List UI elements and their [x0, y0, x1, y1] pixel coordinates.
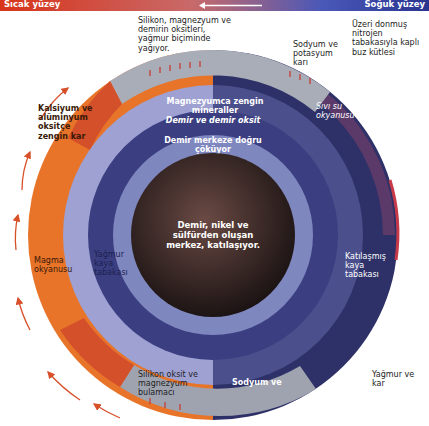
- snow-note: Sodyum ve: [232, 378, 292, 387]
- mantle: [88, 110, 338, 360]
- iron-layer: [113, 135, 313, 335]
- bar-arrow-head: [199, 2, 205, 9]
- core-circle: Demir, nikel ve sülfürden oluşan merkez,…: [131, 153, 295, 317]
- ice-note: Üzeri donmuş nitrojen tabakasıyla kaplı …: [352, 20, 426, 57]
- slurry-note: Silikon oksit ve magnezyum bulamacı: [138, 370, 222, 398]
- layer-label: Katılaşmış kaya tabakası: [345, 252, 395, 280]
- bar-label: Sıcak yüzey: [4, 0, 84, 10]
- ocean-note: Sıvı su okyanusu: [316, 102, 362, 120]
- nitrogen-layer: [390, 180, 398, 260]
- temperature-bar: [0, 0, 429, 11]
- layer-label: Demir merkeze doğru çöküyor: [150, 136, 276, 154]
- snow-note: Kalsiyum ve alüminyum oksitçe zengin kar: [38, 104, 100, 141]
- core-label: Demir, nikel ve sülfürden oluşan merkez,…: [159, 220, 267, 251]
- bar-arrow: [205, 5, 262, 7]
- rain-note: Silikon, magnezyum ve demirin oksitleri,…: [138, 16, 238, 53]
- layer-label: Demir ve demir oksit: [163, 116, 263, 125]
- bar-label: Soğuk yüzey: [355, 0, 425, 10]
- rain-note: Yağmur ve kar: [372, 370, 424, 388]
- layer-label: Magnezyumca zengin mineraller: [150, 97, 280, 115]
- snow-note: Sodyum ve potasyum karı: [293, 40, 349, 68]
- layer-label: Magma okyanusu: [34, 256, 86, 274]
- layer-label: Yağmur kaya tabakası: [94, 250, 140, 278]
